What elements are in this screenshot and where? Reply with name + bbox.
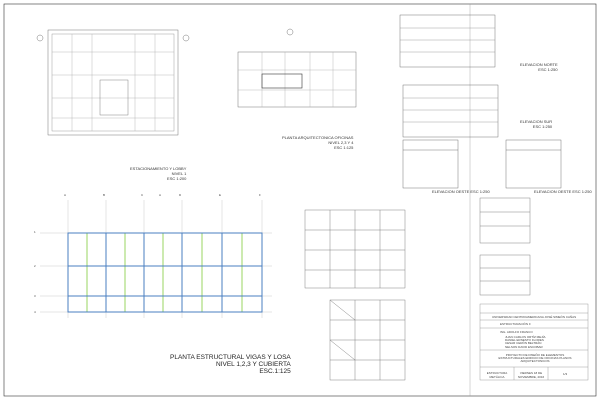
elevation-north (399, 14, 496, 68)
elevation-south (402, 84, 499, 138)
grid-label: E (219, 193, 222, 197)
grid-label: 3 (34, 294, 36, 298)
sections (479, 197, 531, 296)
grid-label: D (179, 193, 182, 197)
frame-elevation-1 (304, 209, 406, 289)
east-title: ELEVACION OESTE ESC 1:250 (534, 189, 592, 194)
grid-label: F (259, 193, 261, 197)
date: VIERNES 18 DE NOVIEMBRE, 2016 (517, 371, 545, 379)
grid-label: 2 (34, 264, 36, 268)
teacher: ING. ADOLFO FRANCO (500, 330, 533, 334)
subject: ESTRUCTURACIÓN II (500, 322, 531, 326)
grid-label: C (141, 193, 144, 197)
title-block (479, 303, 589, 381)
grid-label: A (64, 193, 67, 197)
grid-label: 1 (34, 230, 36, 234)
offices-plan (237, 28, 357, 108)
grid-label: B (103, 193, 106, 197)
institution: UNIVERSIDAD CENTROAMERICANA JOSÉ SIMEÓN … (492, 315, 577, 319)
west-title: ELEVACION OESTE ESC 1:250 (432, 189, 490, 194)
grid-label: A (159, 193, 162, 197)
frame-elevation-2 (329, 299, 406, 381)
content: PROYECTO DE DISEÑO DE ELEMENTOS ESTRUCTU… (498, 353, 572, 364)
sheet-number: 1/3 (563, 372, 568, 376)
grid-label: 4 (34, 310, 36, 314)
structural-plan (40, 200, 272, 318)
elevation-east (505, 139, 562, 189)
elevation-west (402, 139, 459, 189)
lobby-plan (36, 29, 190, 136)
structure-type: ESTRUCTURA METÁLICA (486, 371, 508, 379)
